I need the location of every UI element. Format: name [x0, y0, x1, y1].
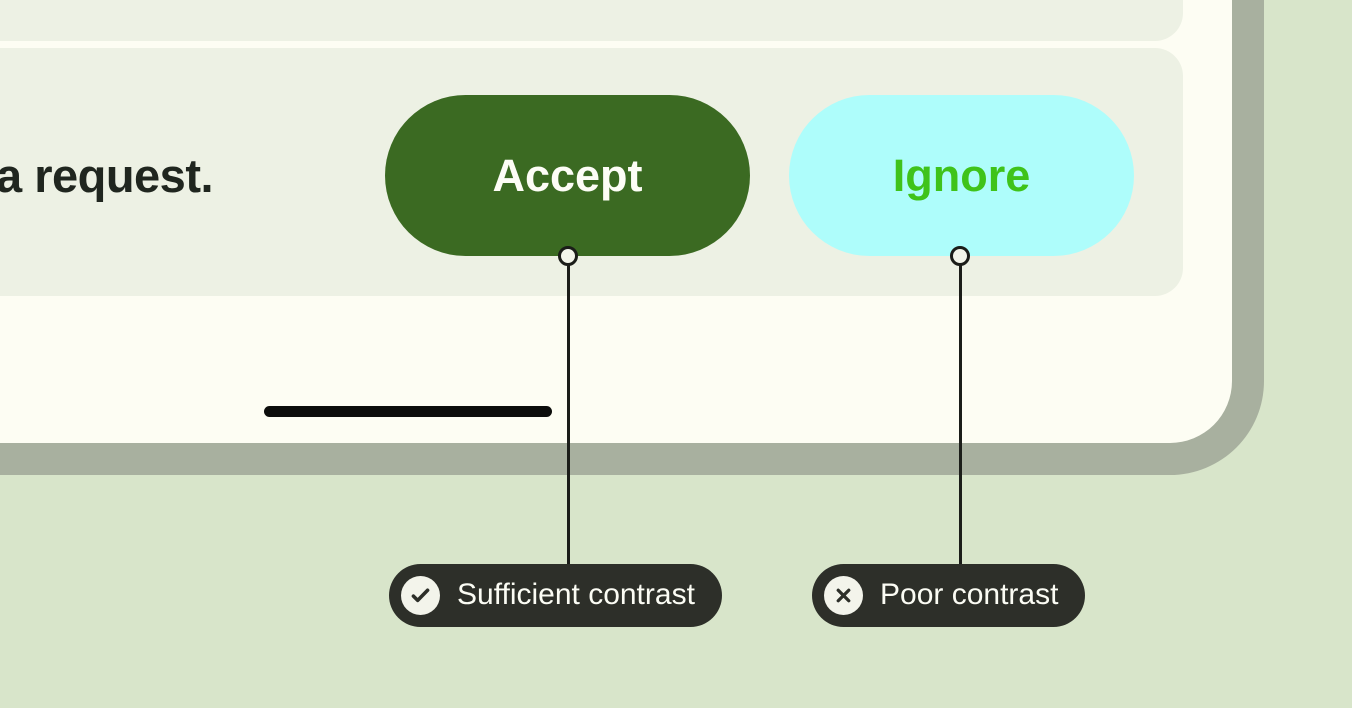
callout-label-sufficient: Sufficient contrast: [457, 577, 695, 611]
callout-poor-contrast: Poor contrast: [812, 564, 1086, 627]
connector-line-accept: [567, 260, 570, 566]
connector-line-ignore: [959, 260, 962, 566]
check-circle-icon: [401, 576, 440, 615]
message-text: a request.: [0, 149, 214, 202]
x-circle-icon: [824, 576, 863, 615]
connector-dot-accept: [558, 246, 578, 266]
skeleton-text-line: [264, 406, 552, 417]
callout-label-poor: Poor contrast: [880, 577, 1059, 611]
ignore-button[interactable]: Ignore: [789, 95, 1134, 256]
callout-sufficient-contrast: Sufficient contrast: [389, 564, 722, 627]
list-item-top: [0, 0, 1183, 41]
connector-dot-ignore: [950, 246, 970, 266]
accept-button[interactable]: Accept: [385, 95, 750, 256]
